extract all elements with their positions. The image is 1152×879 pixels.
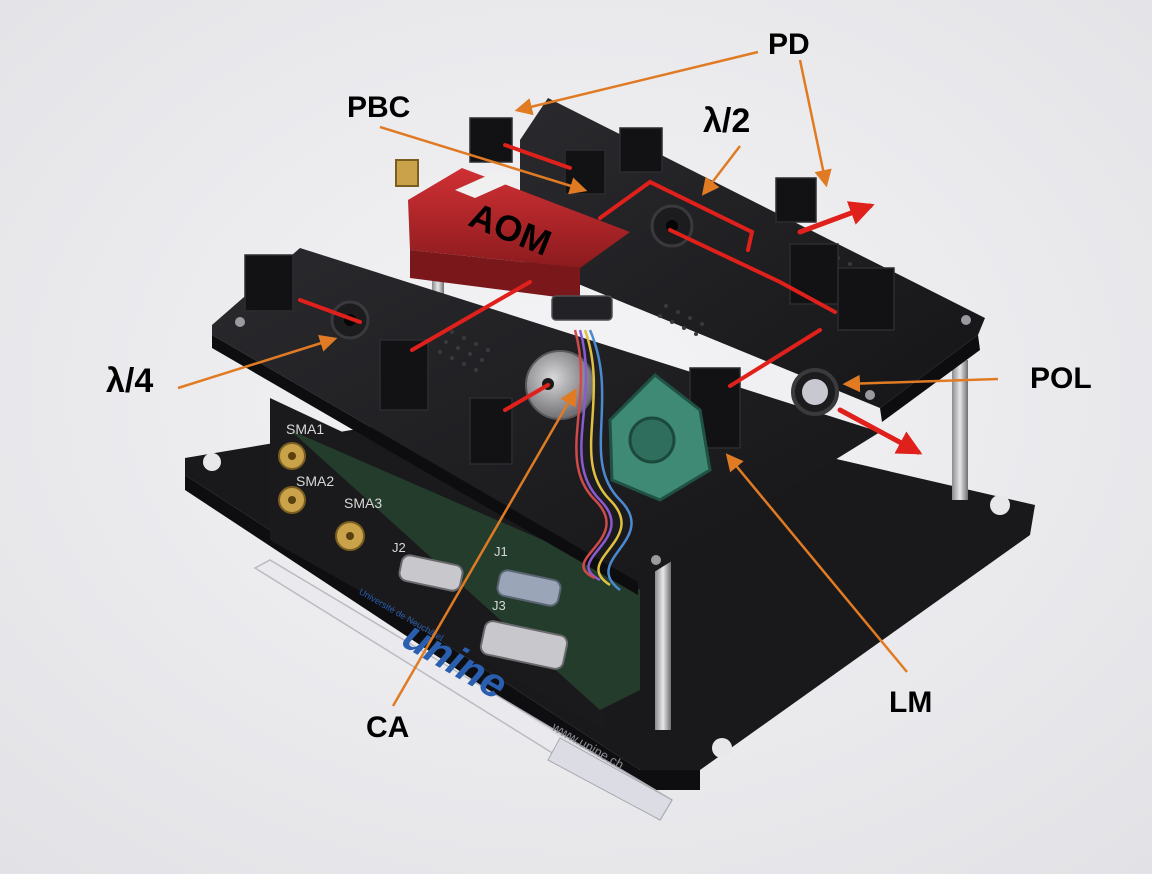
j1-label: J1 xyxy=(494,544,508,559)
dsub-connectors xyxy=(398,554,569,670)
laser-beams xyxy=(298,143,923,455)
label-half-wave: λ/2 xyxy=(703,102,751,140)
sma2-label: SMA2 xyxy=(296,473,334,489)
label-pd: PD xyxy=(768,28,810,61)
mount-hole xyxy=(203,453,221,471)
aom-module xyxy=(395,159,630,300)
label-pbc: PBC xyxy=(347,91,411,124)
label-pol: POL xyxy=(1030,362,1092,395)
label-ca: CA xyxy=(366,711,410,744)
j3-label: J3 xyxy=(492,598,506,613)
cable-bundle xyxy=(573,329,633,591)
cable-connector xyxy=(551,295,613,321)
mount-hole xyxy=(990,495,1010,515)
screw xyxy=(651,555,661,565)
j2-label: J2 xyxy=(392,540,406,555)
screw xyxy=(235,317,245,327)
lower-optical-plate-edge xyxy=(212,335,638,595)
sma1-label: SMA1 xyxy=(286,421,324,437)
sma3-label: SMA3 xyxy=(344,495,382,511)
rotation-mount-center xyxy=(628,416,676,464)
label-lm: LM xyxy=(889,686,933,719)
support-rod xyxy=(952,360,968,500)
screw xyxy=(865,390,875,400)
upper-plate-edge xyxy=(880,335,980,422)
support-rod xyxy=(655,560,671,730)
sma-connectors xyxy=(278,442,365,551)
screw xyxy=(961,315,971,325)
label-quarter-wave: λ/4 xyxy=(106,362,154,400)
annotation-arrows xyxy=(177,50,999,707)
aom-sma xyxy=(395,159,419,187)
mount-hole xyxy=(712,738,732,758)
